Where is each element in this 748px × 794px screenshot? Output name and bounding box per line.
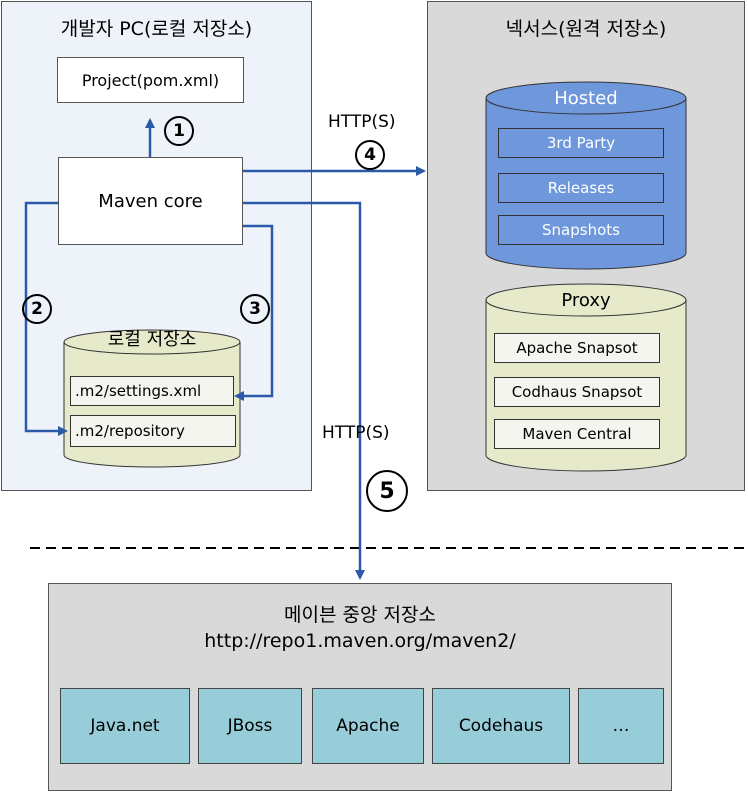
hosted-item-snapshots: Snapshots [498,215,664,245]
step-2-label: 2 [31,299,43,319]
step-2-marker: 2 [22,294,52,324]
proxy-item-maven-central: Maven Central [494,419,660,449]
hosted-item-3rd-party: 3rd Party [498,128,664,158]
central-repo-jboss: JBoss [198,688,302,764]
proxy-item-apache: Apache Snapsot [494,333,660,363]
step-3-label: 3 [249,299,261,319]
step-1-label: 1 [173,121,185,141]
nexus-title: 넥서스(원격 저장소) [505,18,667,40]
http-label-nexus: HTTP(S) [328,112,396,132]
project-box: Project(pom.xml) [57,57,244,103]
proxy-item-codhaus: Codhaus Snapsot [494,377,660,407]
hosted-title: Hosted [554,88,618,109]
local-repo-title: 로컬 저장소 [107,329,197,350]
arrow-core-to-settings [234,224,274,401]
local-pc-title: 개발자 PC(로컬 저장소) [60,18,253,40]
http-label-central: HTTP(S) [322,423,390,443]
step-3-marker: 3 [240,294,270,324]
step-4-label: 4 [364,145,376,165]
step-5-marker: 5 [366,470,408,512]
hosted-item-releases: Releases [498,173,664,203]
step-5-label: 5 [379,478,395,504]
central-repo-javanet: Java.net [60,688,190,764]
settings-xml-box: .m2/settings.xml [70,376,234,406]
central-repo-more: … [578,688,664,764]
step-1-marker: 1 [164,116,194,146]
arrow-core-to-central [243,201,365,580]
central-repo-apache: Apache [312,688,424,764]
step-4-marker: 4 [355,140,385,170]
central-url: http://repo1.maven.org/maven2/ [204,630,516,652]
proxy-title: Proxy [561,290,611,311]
central-title: 메이븐 중앙 저장소 [284,604,436,626]
central-repo-codehaus: Codehaus [432,688,570,764]
maven-core-box: Maven core [58,157,243,245]
repository-box: .m2/repository [70,415,236,447]
